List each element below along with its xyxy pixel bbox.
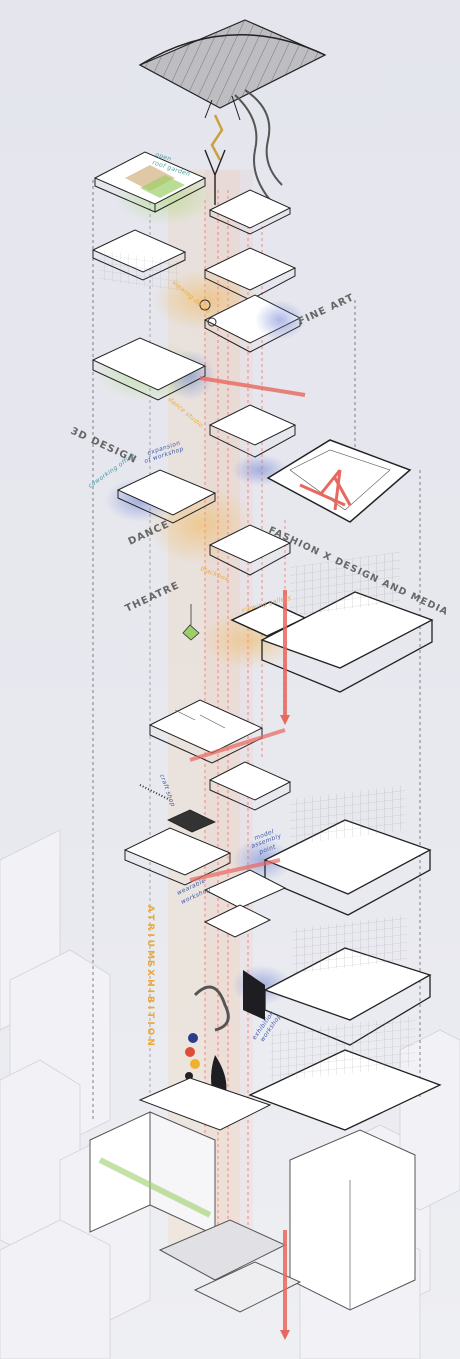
level-fine-art: [91, 229, 305, 353]
atrium-label: ATRIUM: [145, 905, 155, 962]
zone-label-fine-art: FINE ART: [297, 292, 357, 328]
roof-canopy: [138, 19, 327, 121]
level-dance-blackbox: [105, 469, 292, 641]
level-fashion-floor: [266, 439, 412, 523]
level-craft-shop: [139, 699, 292, 833]
exhibition-label: EXHIBITION: [145, 960, 155, 1049]
level-ground-plinth: [89, 1016, 442, 1340]
level-roof-garden: [93, 151, 292, 235]
hanging-sculpture: [204, 89, 283, 205]
level-exhibition-workshop: [232, 915, 432, 1046]
level-dance-studio: [91, 337, 306, 486]
level-model-assembly: [123, 785, 432, 938]
level-viewing-gallery: [200, 551, 434, 725]
annotation-open: open: [154, 151, 172, 163]
atrium-vertical-label: ATRIUM EXHIBITION: [145, 905, 155, 1049]
